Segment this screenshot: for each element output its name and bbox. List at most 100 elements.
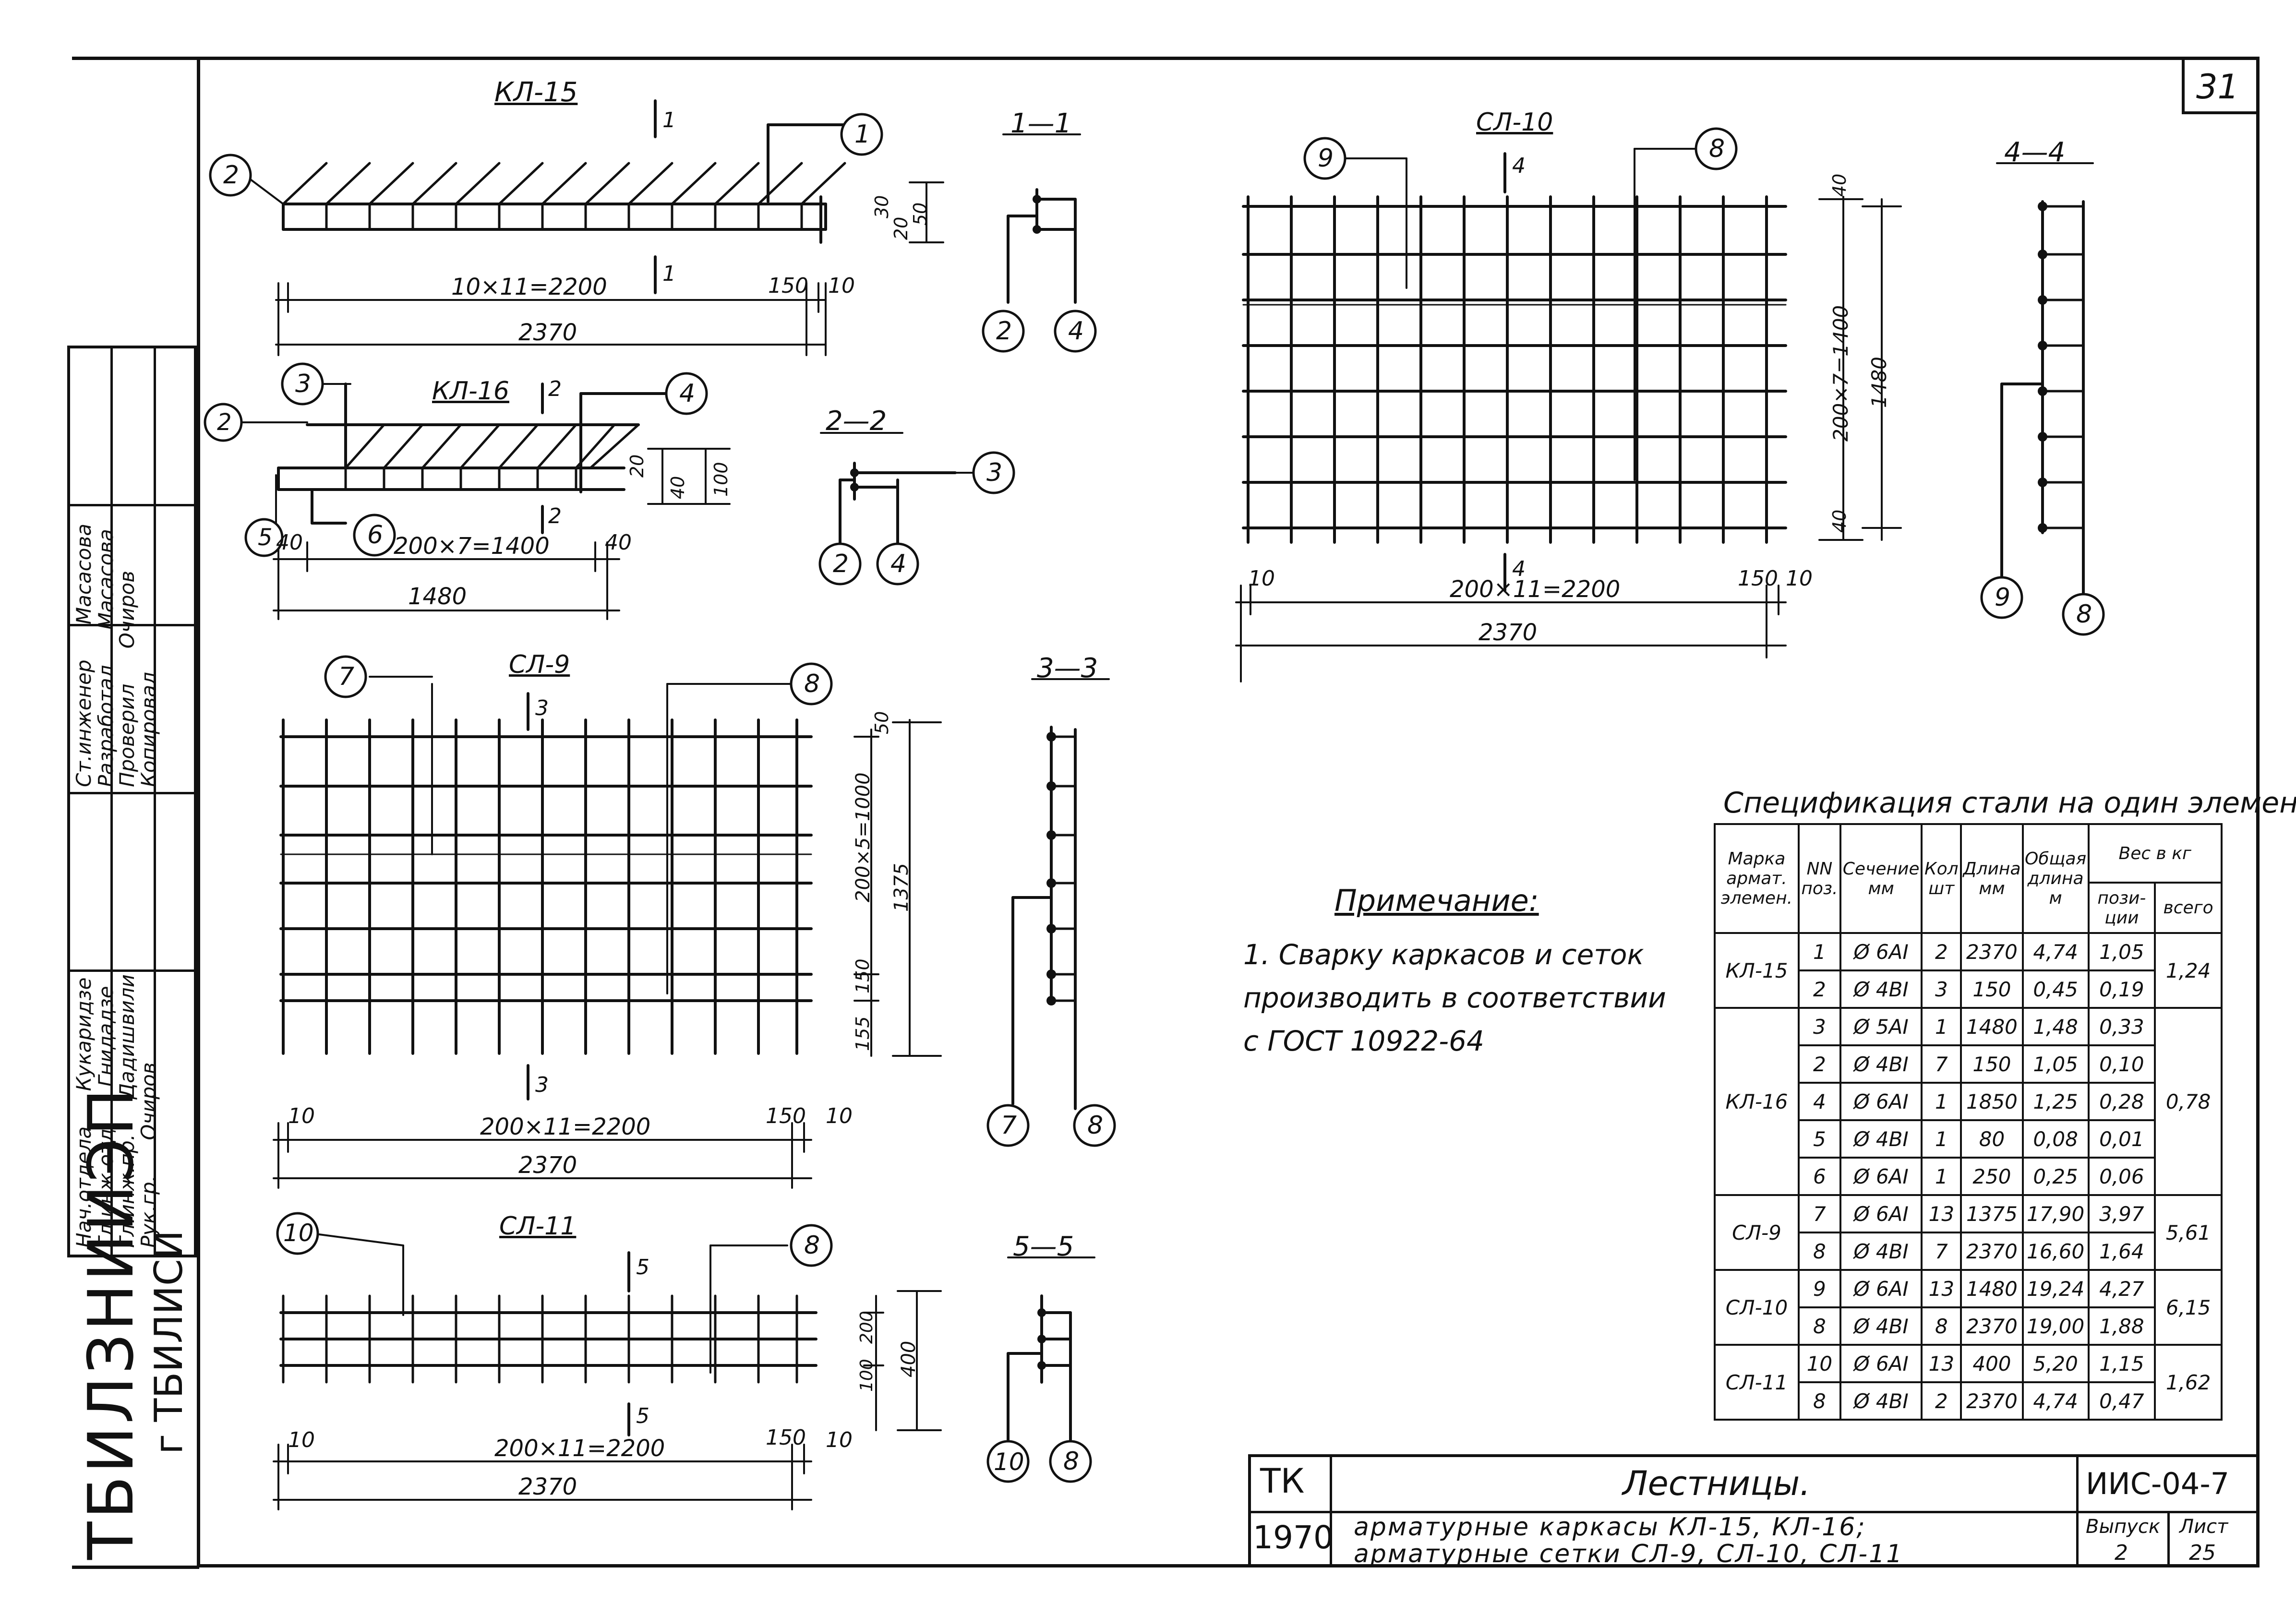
spec-cell: Ø 6AI [1839, 1194, 1923, 1233]
sl9-vdim-total: 1375 [890, 863, 913, 912]
kl15-side-dim-1: 30 [871, 195, 892, 218]
spec-cell: Ø 4BI [1839, 1119, 1923, 1159]
spec-cell: 6 [1797, 1157, 1841, 1196]
spec-cell: 150 [1960, 969, 2024, 1009]
spec-cell: 150 [1960, 1044, 2024, 1084]
spec-cell: 2370 [1960, 1306, 2024, 1346]
left-binding-line [72, 57, 199, 60]
table-row: 8 Ø 4BI 2 2370 4,74 0,47 [1715, 1381, 2222, 1421]
sl9-vdim-150: 150 [852, 958, 873, 993]
table-row: 5 Ø 4BI 1 80 0,08 0,01 [1715, 1119, 2222, 1159]
sl11-dim-total: 2370 [518, 1473, 577, 1500]
title-code: ТК [1260, 1461, 1305, 1501]
spec-cell: 1 [1921, 1157, 1962, 1196]
kl15-sec-mark: 1 [662, 108, 676, 132]
sl11-vdim-1: 200 [857, 1311, 877, 1344]
table-row: СЛ-9 7 Ø 6AI 13 1375 17,90 3,97 5,61 [1714, 1194, 2223, 1271]
sl10-vdim-top: 40 [1829, 173, 1850, 197]
kl16-dim-left: 40 [276, 530, 303, 555]
spec-cell: Ø 4BI [1839, 1232, 1923, 1271]
spec-cell: 8 [1797, 1381, 1841, 1421]
spec-cell: 0,10 [2087, 1044, 2156, 1084]
spec-cell: 10 [1797, 1344, 1841, 1383]
kl15-side-dim-2: 20 [890, 216, 912, 240]
spec-total: 1,24 [2154, 932, 2223, 1009]
spec-cell: 2 [1797, 969, 1841, 1009]
sl9-mesh [273, 683, 942, 1189]
spec-table: Марка армат. элемен. NN поз. Сечение мм … [1714, 823, 2223, 1421]
table-row: 6 Ø 6AI 1 250 0,25 0,06 [1715, 1157, 2222, 1196]
kl15-frame [275, 99, 944, 356]
spec-cell: 8 [1797, 1306, 1841, 1346]
title-block-line-v3 [2167, 1511, 2170, 1567]
note-line-1: 1. Сварку каркасов и сеток [1243, 938, 1644, 971]
spec-cell: 400 [1960, 1344, 2024, 1383]
sl10-vdim-total: 1480 [1867, 357, 1891, 408]
sig-col-line-2 [154, 346, 156, 1257]
spec-cell: Ø 4BI [1839, 969, 1923, 1009]
callout-1: 1 [854, 120, 871, 149]
sl9-dim-inner: 200×11=2200 [480, 1113, 651, 1140]
spec-cell: 2370 [1960, 1381, 2024, 1421]
sig-row-line-3 [67, 792, 197, 794]
spec-cell: 2 [1921, 1381, 1962, 1421]
spec-total: 0,78 [2154, 1007, 2223, 1196]
spec-cell: 7 [1921, 1044, 1962, 1084]
callout-4: 4 [890, 550, 907, 578]
section-1-1 [1002, 133, 1081, 304]
spec-header-pos: NN поз. [1797, 823, 1841, 934]
spec-header-total-len: Общая длина м [2021, 823, 2090, 934]
spec-cell: 2 [1921, 932, 1962, 971]
table-row: КЛ-16 3 Ø 5AI 1 1480 1,48 0,33 0,78 [1714, 1007, 2223, 1196]
title-year: 1970 [1253, 1519, 1334, 1556]
spec-cell: 7 [1921, 1232, 1962, 1271]
sl9-sec-mark: 3 [535, 696, 549, 720]
kl16-side-dim-3: 100 [710, 462, 732, 497]
title-name: Лестницы. [1623, 1464, 1811, 1503]
spec-header-w-total: всего [2154, 882, 2223, 934]
spec-total: 5,61 [2154, 1194, 2223, 1271]
spec-cell: 1850 [1960, 1082, 2024, 1121]
left-binding-line-bottom [72, 1566, 199, 1569]
section-2-2 [820, 432, 957, 549]
sl11-sec-mark: 5 [636, 1255, 649, 1280]
spec-cell: 1,05 [2087, 932, 2156, 971]
spec-cell: 1,15 [2087, 1344, 2156, 1383]
spec-cell: 1 [1921, 1119, 1962, 1159]
kl16-side-dim-1: 20 [626, 454, 648, 478]
spec-header-qty: Кол шт [1921, 823, 1962, 934]
callout-9: 9 [1318, 144, 1334, 173]
section-5-5-label: 5—5 [1013, 1231, 1074, 1262]
spec-cell: 2 [1797, 1044, 1841, 1084]
spec-header-w-pos: пози-ции [2087, 882, 2156, 934]
section-3-3 [1011, 678, 1110, 1110]
spec-cell: 1 [1797, 932, 1841, 971]
note-line-3: с ГОСТ 10922-64 [1243, 1025, 1484, 1057]
spec-cell: 4,74 [2021, 932, 2090, 971]
sl10-vdim-inner: 200×7=1400 [1829, 305, 1852, 442]
kl15-dim-end: 10 [828, 274, 855, 298]
kl15-dim-right: 150 [768, 274, 808, 298]
spec-cell: 17,90 [2021, 1194, 2090, 1233]
spec-cell: 1,48 [2021, 1007, 2090, 1046]
sl9-title: СЛ-9 [509, 650, 570, 679]
callout-2: 2 [223, 161, 240, 190]
spec-cell: Ø 6AI [1839, 932, 1923, 971]
title-desc-1: арматурные каркасы КЛ-15, КЛ-16; [1354, 1513, 1866, 1542]
sl9-sec-mark-bottom: 3 [535, 1073, 549, 1097]
callout-7: 7 [338, 662, 355, 691]
spec-cell: 250 [1960, 1157, 2024, 1196]
sheet-number-box [2182, 57, 2260, 114]
spec-cell: 1,25 [2021, 1082, 2090, 1121]
kl16-side-dim-2: 40 [667, 476, 688, 499]
spec-cell: 5,20 [2021, 1344, 2090, 1383]
table-row: 2 Ø 4BI 7 150 1,05 0,10 [1715, 1044, 2222, 1084]
spec-cell: 3 [1797, 1007, 1841, 1046]
spec-cell: 1,05 [2021, 1044, 2090, 1084]
sl10-dim-left: 10 [1248, 566, 1275, 591]
spec-title: Спецификация стали на один элемент [1723, 786, 2296, 820]
title-block-line-v1 [1330, 1454, 1332, 1567]
spec-total: 1,62 [2154, 1344, 2223, 1421]
table-row: КЛ-15 1 Ø 6AI 2 2370 4,74 1,05 1,24 [1714, 932, 2223, 1009]
spec-mark: СЛ-9 [1714, 1194, 1800, 1271]
